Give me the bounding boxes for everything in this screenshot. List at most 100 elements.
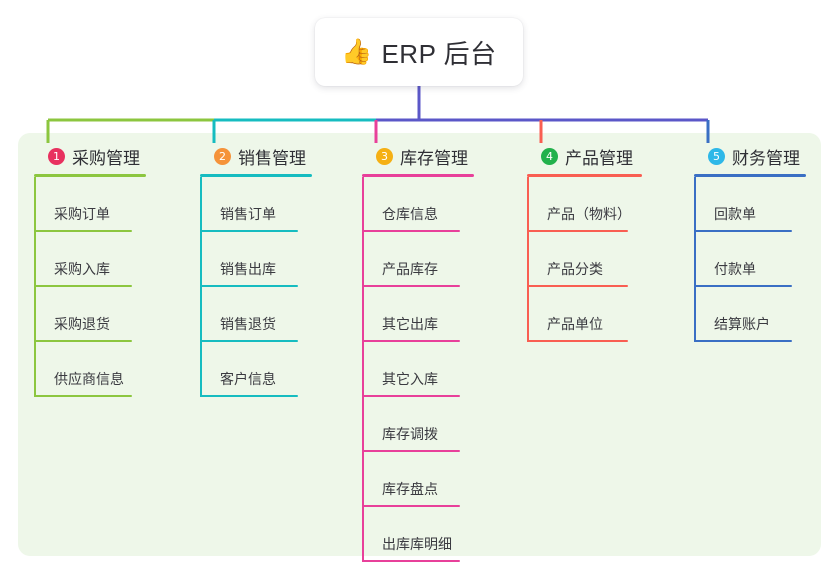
branch-item-label: 其它入库 [382,371,438,387]
branch-item-underline [362,560,460,562]
branch-item[interactable]: 产品单位 [527,287,642,342]
branch-item-spine [362,232,364,287]
branch-item[interactable]: 客户信息 [200,342,312,397]
branch-item-underline [362,450,460,452]
branch-item-spine [694,287,696,342]
branch-item[interactable]: 付款单 [694,232,806,287]
branch-items: 仓库信息产品库存其它出库其它入库库存调拨库存盘点出库库明细 [362,177,474,562]
branch-item-underline [527,340,628,342]
branch-item-label: 产品分类 [547,261,603,277]
branch-item[interactable]: 销售订单 [200,177,312,232]
branch-item-spine [527,177,529,232]
branch-number-badge: 4 [541,147,558,165]
branch-header-label: 采购管理 [72,148,140,168]
branch-item[interactable]: 出库库明细 [362,507,474,562]
branch-item-underline [362,505,460,507]
branch-item-spine [34,232,36,287]
branch-item[interactable]: 采购入库 [34,232,146,287]
branch-item-label: 销售退货 [220,316,276,332]
branch-item-spine [362,397,364,452]
branch-header-5[interactable]: 5 财务管理 [694,143,806,169]
branch-header-3[interactable]: 3 库存管理 [362,143,474,169]
branch-item[interactable]: 其它入库 [362,342,474,397]
diagram-panel-background [18,133,821,556]
branch-item-spine [200,232,202,287]
branch-item-spine [694,232,696,287]
branch-item-label: 库存盘点 [382,481,438,497]
branch-item-underline [527,285,628,287]
branch-item-underline [694,230,792,232]
branch-item-spine [527,287,529,342]
branch-item-label: 销售出库 [220,261,276,277]
branch-item-label: 结算账户 [714,316,770,332]
branch-item[interactable]: 产品库存 [362,232,474,287]
branch-header-underline [527,174,642,177]
branch-number-badge: 1 [48,147,65,165]
branch-item-spine [200,342,202,397]
branch-column-4: 4 产品管理产品（物料） 产品分类产品单位 [527,143,642,342]
branch-number-badge: 3 [376,147,393,165]
branch-item-spine [527,232,529,287]
branch-item[interactable]: 回款单 [694,177,806,232]
branch-item[interactable]: 其它出库 [362,287,474,342]
branch-item-underline [362,340,460,342]
branch-item-label: 仓库信息 [382,206,438,222]
branch-item[interactable]: 结算账户 [694,287,806,342]
branch-item-underline [527,230,628,232]
branch-item-spine [34,342,36,397]
branch-column-3: 3 库存管理仓库信息产品库存其它出库其它入库库存调拨库存盘点出库库明细 [362,143,474,562]
branch-header-underline [694,174,806,177]
branch-header-label: 库存管理 [400,148,468,168]
branch-column-1: 1 采购管理采购订单采购入库采购退货供应商信息 [34,143,146,397]
branch-item-underline [34,340,132,342]
branch-item-spine [362,177,364,232]
branch-header-label: 产品管理 [565,148,633,168]
branch-items: 销售订单销售出库销售退货客户信息 [200,177,312,397]
branch-item-label: 产品单位 [547,316,603,332]
branch-column-5: 5 财务管理回款单付款单结算账户 [694,143,806,342]
branch-items: 产品（物料） 产品分类产品单位 [527,177,642,342]
branch-item[interactable]: 仓库信息 [362,177,474,232]
branch-item-label: 采购订单 [54,206,110,222]
branch-header-underline [34,174,146,177]
branch-item-spine [200,177,202,232]
branch-item[interactable]: 库存调拨 [362,397,474,452]
branch-header-4[interactable]: 4 产品管理 [527,143,642,169]
branch-item-underline [200,230,298,232]
branch-item[interactable]: 销售退货 [200,287,312,342]
branch-header-1[interactable]: 1 采购管理 [34,143,146,169]
branch-item-spine [34,177,36,232]
branch-item[interactable]: 采购订单 [34,177,146,232]
branch-number-badge: 5 [708,147,725,165]
branch-item-label: 销售订单 [220,206,276,222]
branch-item-label: 产品库存 [382,261,438,277]
branch-item[interactable]: 供应商信息 [34,342,146,397]
branch-items: 回款单付款单结算账户 [694,177,806,342]
branch-header-underline [362,174,474,177]
branch-item-label: 出库库明细 [382,536,452,552]
branch-item-spine [362,287,364,342]
root-node-title: ERP 后台 [381,38,497,69]
branch-item-label: 库存调拨 [382,426,438,442]
branch-item[interactable]: 销售出库 [200,232,312,287]
branch-header-label: 销售管理 [238,148,306,168]
root-node[interactable]: 👍 ERP 后台 [315,18,523,86]
branch-item-spine [694,177,696,232]
branch-header-underline [200,174,312,177]
branch-item-underline [200,285,298,287]
branch-item[interactable]: 产品分类 [527,232,642,287]
branch-item[interactable]: 产品（物料） [527,177,642,232]
branch-item-label: 供应商信息 [54,371,124,387]
branch-item-underline [362,230,460,232]
branch-item[interactable]: 采购退货 [34,287,146,342]
branch-item[interactable]: 库存盘点 [362,452,474,507]
branch-item-label: 采购退货 [54,316,110,332]
branch-item-underline [694,285,792,287]
branch-item-underline [362,395,460,397]
branch-header-label: 财务管理 [732,148,800,168]
thumbs-up-icon: 👍 [341,37,373,66]
branch-item-label: 产品（物料） [547,206,631,222]
